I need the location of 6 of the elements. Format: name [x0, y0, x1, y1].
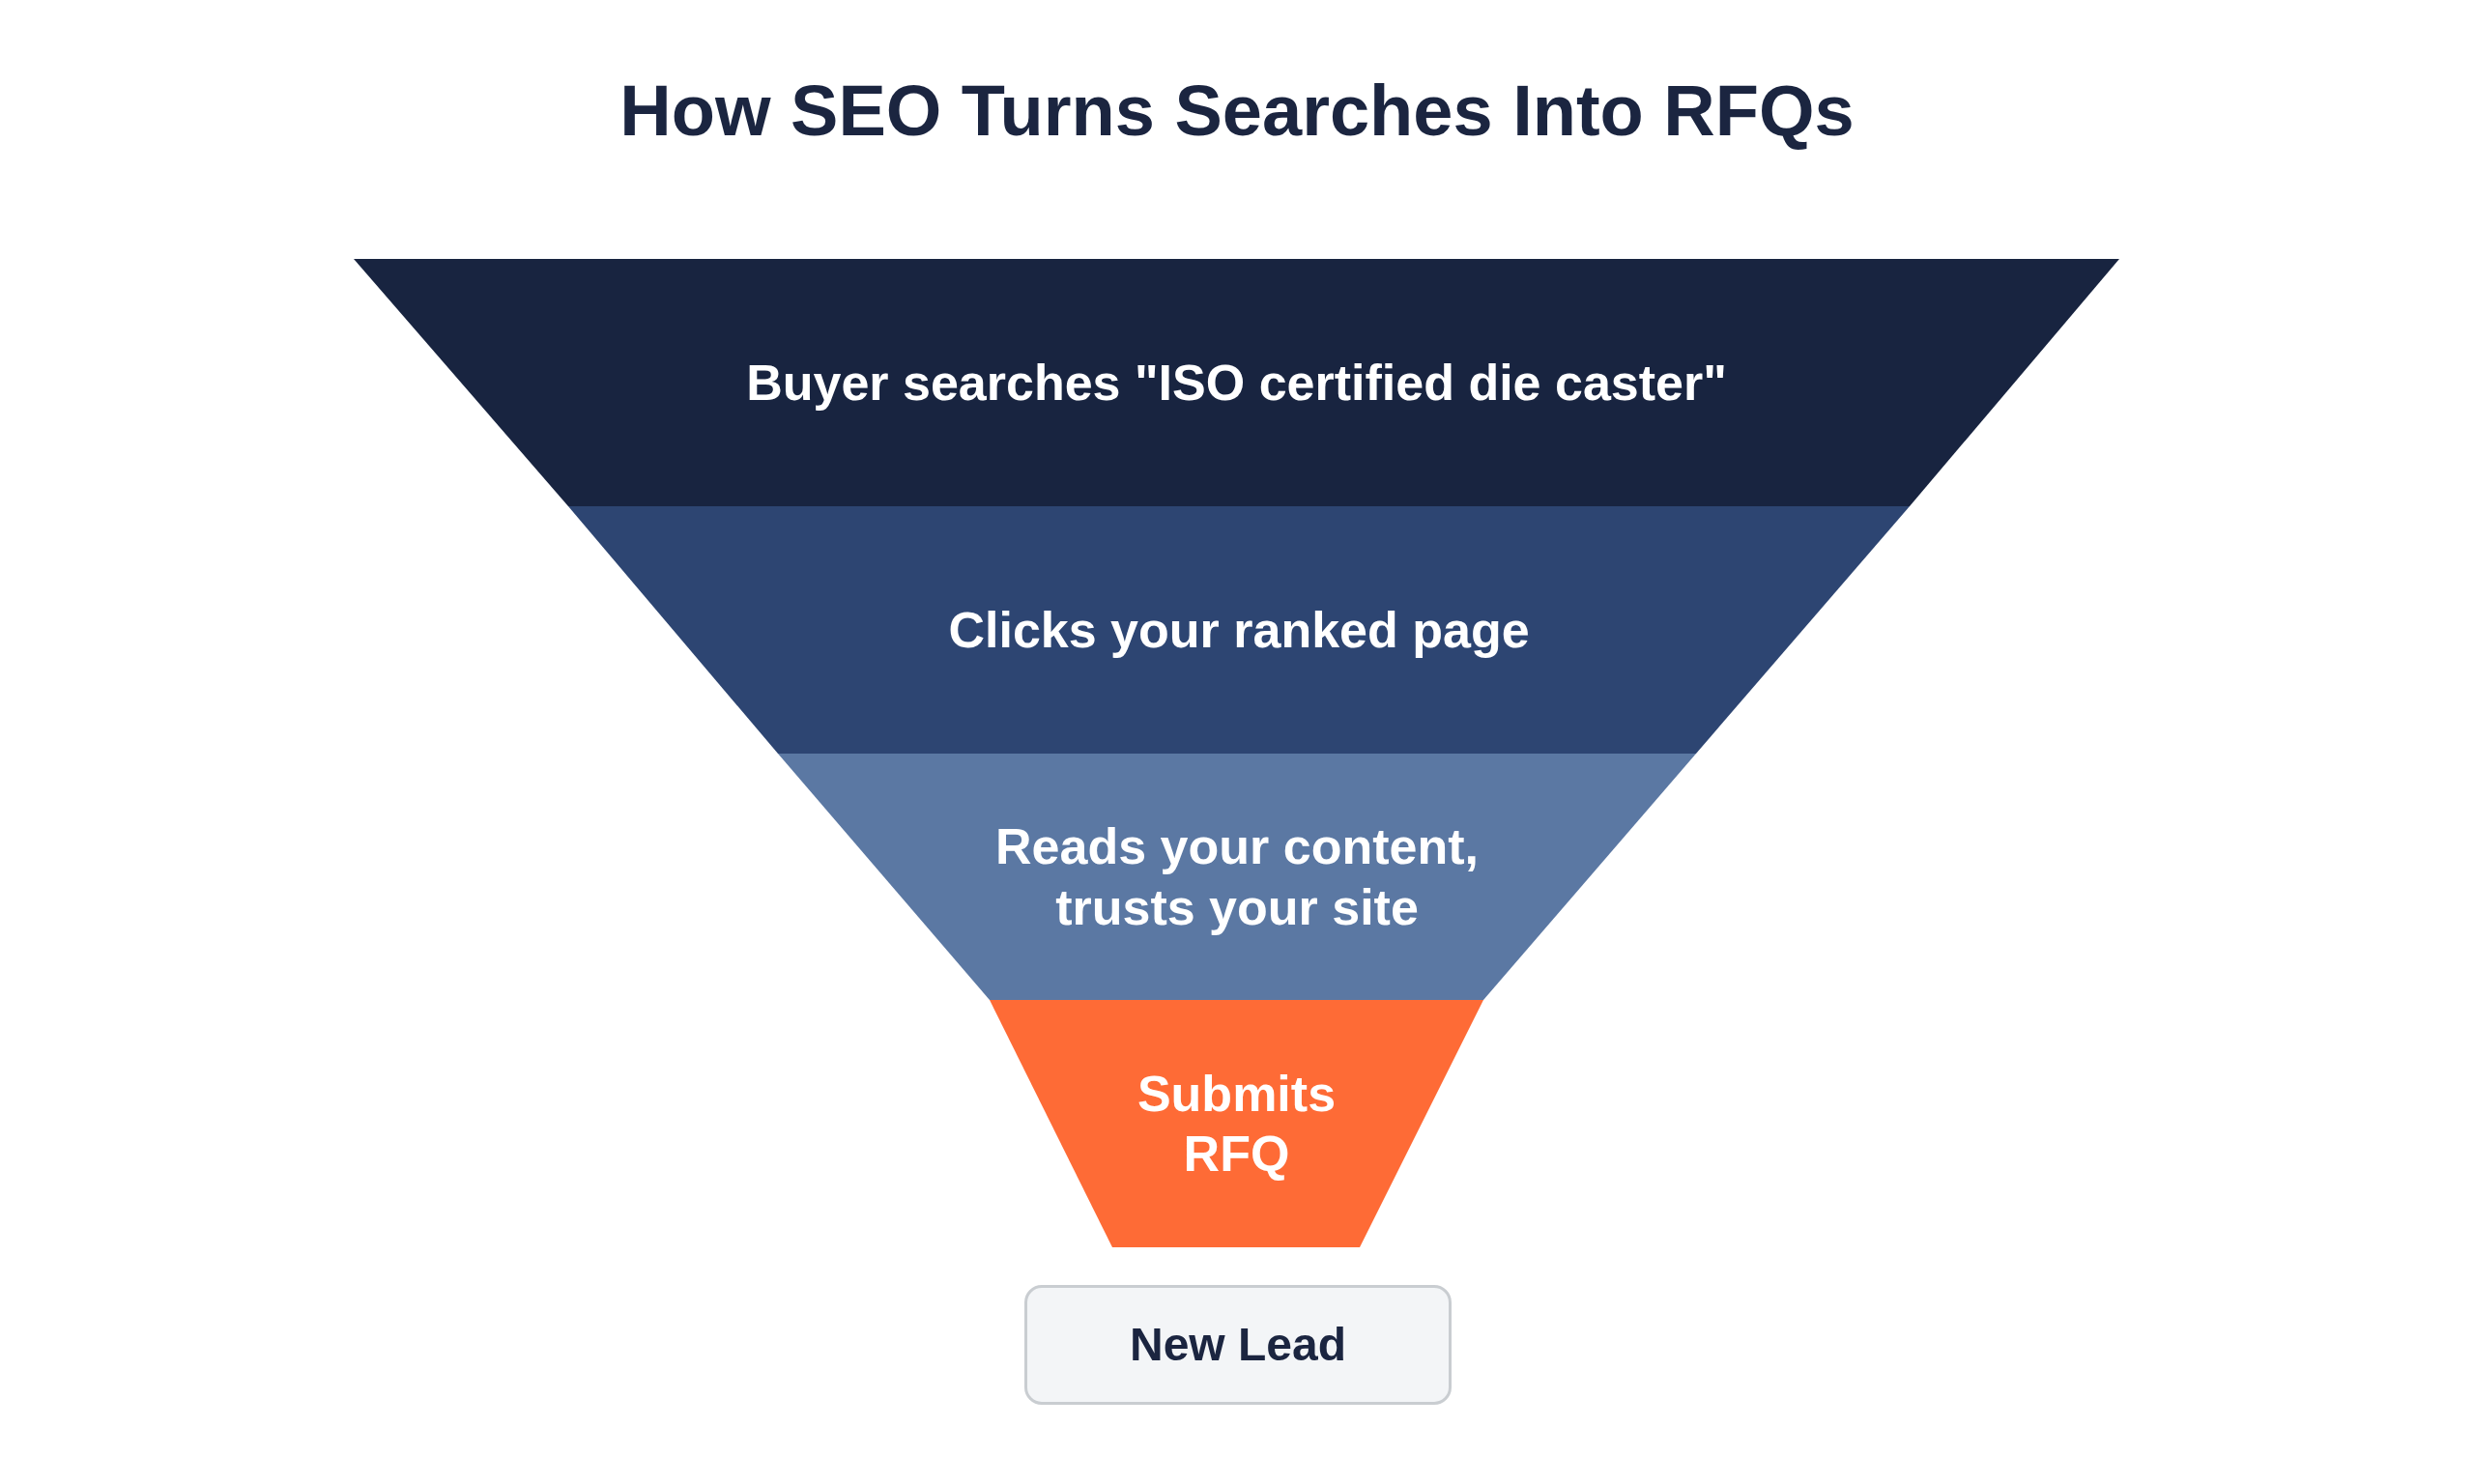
stage-label: Buyer searches "ISO certified die caster" [746, 353, 1727, 413]
stage-label: Submits RFQ [1136, 1064, 1338, 1184]
stage-label: Reads your content, trusts your site [994, 817, 1480, 937]
result-label: New Lead [1129, 1318, 1347, 1373]
stage-label: Clicks your ranked page [948, 600, 1530, 660]
result-card [1024, 1285, 1452, 1405]
